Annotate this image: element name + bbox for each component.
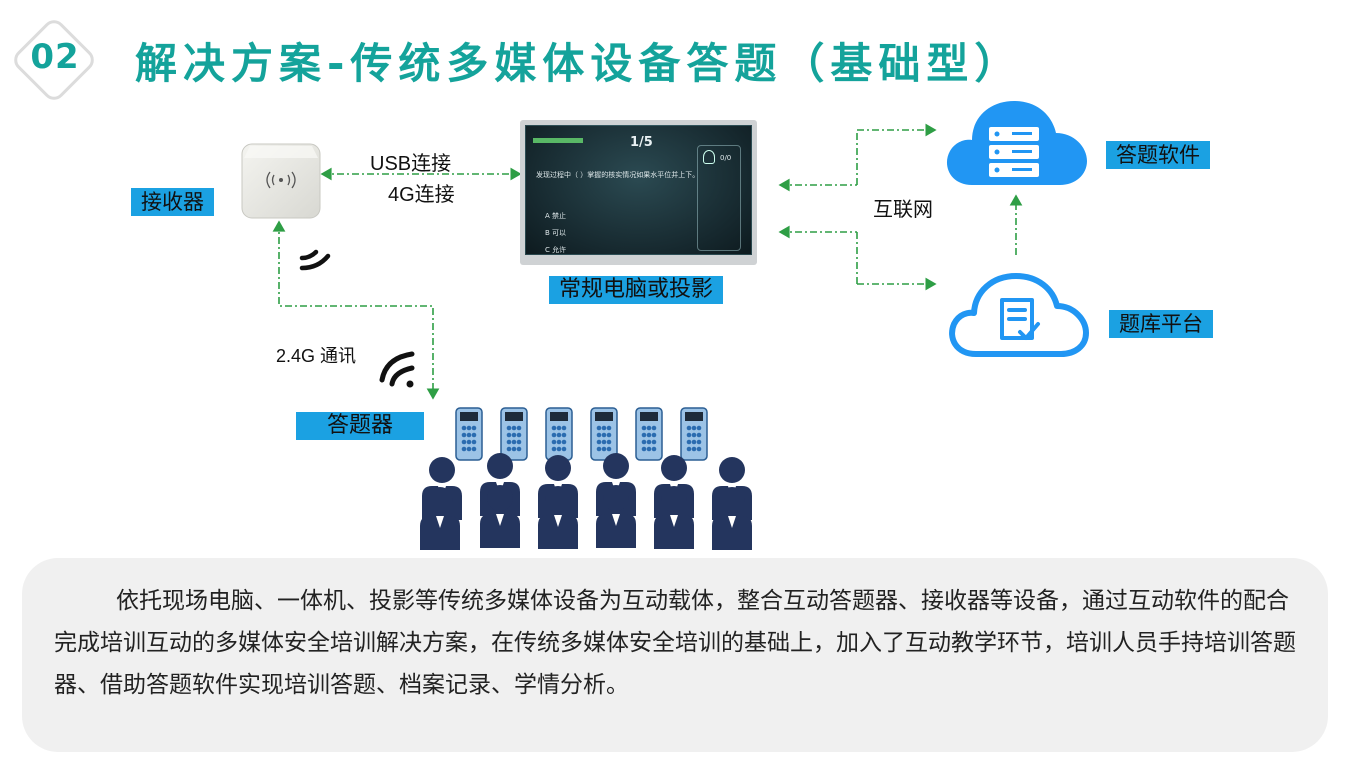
description-text: 依托现场电脑、一体机、投影等传统多媒体设备为互动载体，整合互动答题器、接收器等设…: [54, 588, 1296, 698]
diamond-shape: [14, 20, 94, 100]
platform-label: 题库平台: [1109, 310, 1213, 338]
bulb-icon: [703, 150, 715, 164]
screen-counter: 0/0: [720, 154, 732, 162]
4g-connection-label: 4G连接: [388, 184, 455, 206]
screen-option-c: C 允许: [545, 246, 567, 254]
clicker-label: 答题器: [296, 412, 425, 440]
screen-question: 发现过程中（ ）掌握的核实情况如果水平位并上下。: [536, 171, 700, 179]
page-title: 解决方案-传统多媒体设备答题（基础型）: [135, 39, 1023, 88]
display-screen: 1/5 发现过程中（ ）掌握的核实情况如果水平位并上下。 A 禁止 B 可以 C…: [520, 120, 757, 265]
usb-connection-label: USB连接: [370, 153, 452, 175]
internet-label: 互联网: [873, 199, 933, 221]
screen-page-indicator: 1/5: [630, 135, 653, 150]
screen-label: 常规电脑或投影: [549, 276, 724, 304]
description-panel: 依托现场电脑、一体机、投影等传统多媒体设备为互动载体，整合互动答题器、接收器等设…: [22, 558, 1328, 752]
cloud-server-icon: [946, 101, 1087, 185]
audience-group-icon: [420, 407, 752, 550]
side-panel: [697, 145, 741, 251]
screen-option-a: A 禁止: [545, 212, 567, 220]
comm-label: 2.4G 通讯: [276, 346, 357, 366]
cloud-document-icon: [949, 273, 1089, 357]
software-label: 答题软件: [1106, 141, 1210, 169]
screen-option-b: B 可以: [545, 229, 567, 237]
receiver-label: 接收器: [131, 188, 214, 216]
section-number: 02: [30, 37, 80, 77]
connector-lines: [272, 123, 1023, 400]
wifi-signal-icon: [379, 351, 415, 388]
wireless-signal-icon: [299, 249, 331, 271]
screen-content: 1/5 发现过程中（ ）掌握的核实情况如果水平位并上下。 A 禁止 B 可以 C…: [525, 125, 752, 255]
progress-bar: [533, 138, 583, 143]
receiver-device-icon: [241, 143, 321, 219]
